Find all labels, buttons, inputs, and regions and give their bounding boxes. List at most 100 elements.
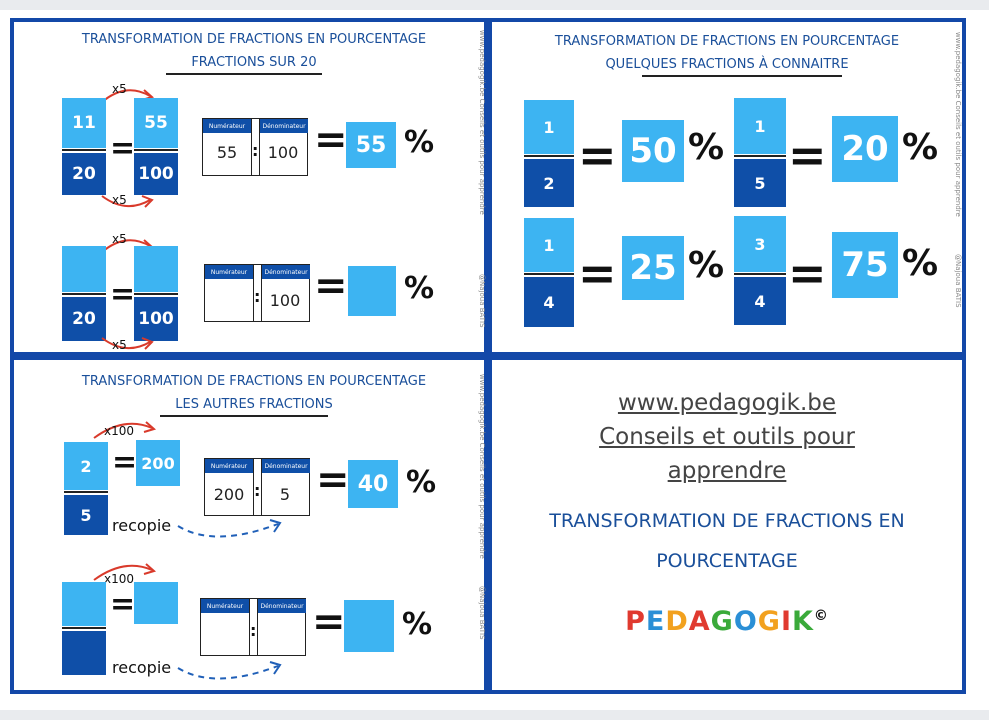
result-square-empty [344,600,394,652]
equals-sign: = [110,277,136,312]
fraction-bar [62,149,106,151]
header-numerateur: Numérateur [205,459,253,473]
logo-letter: P [625,606,646,637]
subtitle-underline [166,73,322,75]
panel-info: www.pedagogik.be Conseils et outils pour… [488,356,966,694]
copy-label: recopie [112,658,172,677]
numerator-square: 1 [524,218,574,272]
denominator-square: 5 [734,159,786,207]
result-square: 50 [622,120,684,182]
tagline-line2: apprendre [667,458,787,484]
title-line2: POURCENTAGE [656,550,798,572]
fraction-bar [734,155,786,157]
arrow-top-icon [93,421,157,439]
division-box: Numérateur Dénominateur 200 : 5 [204,458,310,516]
result-value: 50 [629,131,677,171]
numerator-square-empty [134,246,178,292]
box-numerator-value: 200 [213,485,245,504]
denominator-square: 5 [64,495,108,535]
dashed-arrow-icon [177,519,282,538]
multiplier-label: x100 [104,572,135,586]
numerator-value: 55 [144,113,168,133]
multiplier-label: x100 [104,424,135,438]
numerator-value: 1 [543,117,555,137]
arrow-bottom-icon [101,195,154,208]
arrow-bottom-icon [101,337,154,350]
panel-subtitle: FRACTIONS SUR 20 [191,55,317,70]
numerator-square: 3 [734,216,786,272]
tagline-line1: Conseils et outils pour [599,424,855,450]
colon-sign: : [254,481,261,500]
fraction-bar [524,273,574,275]
fraction-bar [64,491,108,493]
equals-sign: = [112,445,138,480]
header-denominateur: Dénominateur [262,459,310,473]
logo-letter: D [665,606,689,637]
website-link[interactable]: www.pedagogik.be [617,390,837,416]
dashed-arrow-icon [177,661,282,680]
equals-sign: = [314,117,348,163]
division-box: Numérateur Dénominateur : 100 [204,264,310,322]
denominator-value: 5 [754,173,766,193]
numerator-square: 200 [136,440,180,486]
equals-sign: = [110,587,136,622]
side-credit-text: www.pedagogik.be Conseils et outils pour… [954,32,962,217]
fraction-bar [62,293,106,295]
author-credit: @Najoua BATIS [478,586,486,640]
title-line1: TRANSFORMATION DE FRACTIONS EN [549,510,905,532]
numerator-value: 1 [754,116,766,136]
logo-letter: A [688,606,711,637]
denominator-square-empty [62,631,106,675]
pedagogik-logo: PEDAGOGIK© [492,606,962,637]
panel-title: TRANSFORMATION DE FRACTIONS EN POURCENTA… [554,34,900,49]
logo-letter: I [780,606,792,637]
denominator-square: 100 [134,297,178,341]
result-value: 55 [355,132,387,158]
logo-letter: K [791,606,814,637]
header-numerateur: Numérateur [205,265,253,279]
denominator-square: 4 [524,277,574,327]
percent-sign: % [402,607,433,642]
result-square: 25 [622,236,684,300]
panel-subtitle: LES AUTRES FRACTIONS [175,397,333,412]
percent-sign: % [406,465,437,500]
percent-sign: % [688,245,725,286]
header-numerateur: Numérateur [203,119,251,133]
fraction-bar [734,273,786,275]
percent-sign: % [902,243,939,284]
side-credit-text: www.pedagogik.be Conseils et outils pour… [478,30,486,215]
result-square: 40 [348,460,398,508]
denominator-value: 20 [72,164,96,184]
equals-sign: = [312,599,346,645]
author-credit: @Najoua BATIS [954,254,962,308]
denominator-square: 2 [524,159,574,207]
box-divider [253,459,254,515]
numerator-square: 55 [134,98,178,148]
result-square: 55 [346,122,396,168]
subtitle-underline [642,75,842,77]
header-denominateur: Dénominateur [258,599,306,613]
fraction-bar [134,293,178,295]
panel-fractions-a-connaitre: TRANSFORMATION DE FRACTIONS EN POURCENTA… [488,18,966,356]
fraction-bar [524,155,574,157]
equals-sign: = [578,246,617,300]
denominator-value: 4 [754,291,766,311]
result-value: 40 [357,471,389,497]
arrow-top-icon [93,563,157,581]
logo-letter: E [645,606,666,637]
box-denominator-value: 100 [267,143,299,162]
copy-label: recopie [112,516,172,535]
box-denominator-value: 5 [279,485,291,504]
equals-sign: = [316,457,350,503]
numerator-value: 2 [80,456,92,476]
colon-sign: : [250,621,257,640]
box-denominator-value: 100 [269,291,301,310]
result-square: 20 [832,116,898,182]
equals-sign: = [314,263,348,309]
multiplier-label: x5 [112,193,127,207]
denominator-value: 100 [138,164,174,184]
colon-sign: : [252,141,259,160]
box-divider [249,599,250,655]
box-divider [257,599,258,655]
division-box: Numérateur Dénominateur : [200,598,306,656]
